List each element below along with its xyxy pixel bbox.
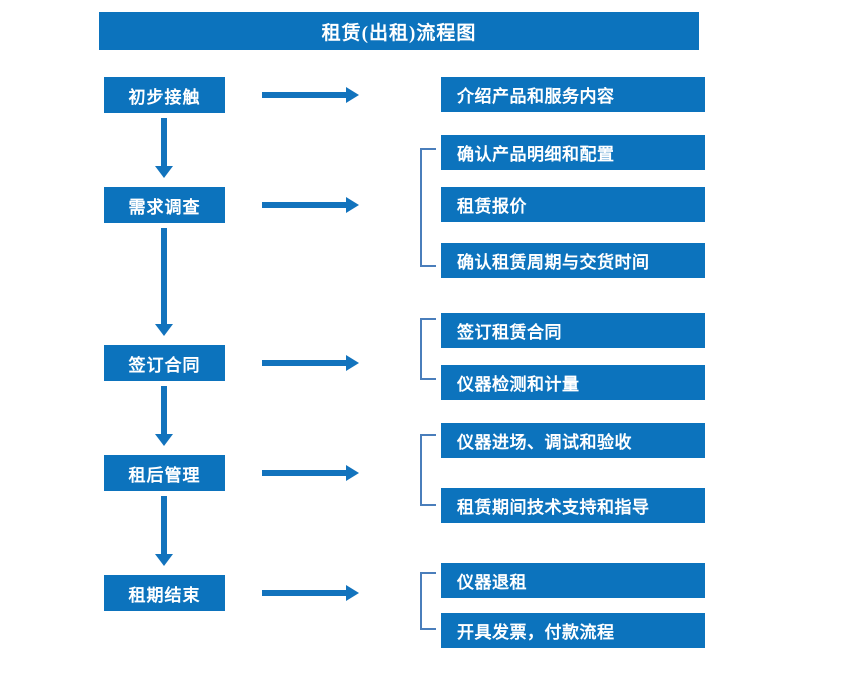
stage-node-0[interactable]: 初步接触 bbox=[104, 77, 225, 113]
down-arrow-icon-2-to-3 bbox=[155, 386, 173, 448]
right-arrow-icon-4 bbox=[262, 585, 359, 601]
detail-node-1-0[interactable]: 确认产品明细和配置 bbox=[441, 135, 705, 170]
page-title: 租赁(出租)流程图 bbox=[99, 12, 699, 50]
detail-node-3-1[interactable]: 租赁期间技术支持和指导 bbox=[441, 488, 705, 523]
stage-node-4[interactable]: 租期结束 bbox=[104, 575, 225, 611]
detail-node-1-2[interactable]: 确认租赁周期与交货时间 bbox=[441, 243, 705, 278]
stage-node-2[interactable]: 签订合同 bbox=[104, 345, 225, 381]
bracket-icon-3 bbox=[420, 434, 436, 506]
down-arrow-icon-1-to-2 bbox=[155, 228, 173, 338]
right-arrow-icon-0 bbox=[262, 87, 359, 103]
right-arrow-icon-3 bbox=[262, 465, 359, 481]
detail-node-3-0[interactable]: 仪器进场、调试和验收 bbox=[441, 423, 705, 458]
detail-node-2-0[interactable]: 签订租赁合同 bbox=[441, 313, 705, 348]
detail-node-2-1[interactable]: 仪器检测和计量 bbox=[441, 365, 705, 400]
bracket-icon-4 bbox=[420, 572, 436, 630]
right-arrow-icon-1 bbox=[262, 197, 359, 213]
detail-node-1-1[interactable]: 租赁报价 bbox=[441, 187, 705, 222]
down-arrow-icon-0-to-1 bbox=[155, 118, 173, 180]
bracket-icon-1 bbox=[420, 148, 436, 267]
detail-node-4-0[interactable]: 仪器退租 bbox=[441, 563, 705, 598]
detail-node-4-1[interactable]: 开具发票，付款流程 bbox=[441, 613, 705, 648]
right-arrow-icon-2 bbox=[262, 355, 359, 371]
down-arrow-icon-3-to-4 bbox=[155, 496, 173, 568]
stage-node-3[interactable]: 租后管理 bbox=[104, 455, 225, 491]
bracket-icon-2 bbox=[420, 318, 436, 380]
stage-node-1[interactable]: 需求调查 bbox=[104, 187, 225, 223]
detail-node-0-0[interactable]: 介绍产品和服务内容 bbox=[441, 77, 705, 112]
